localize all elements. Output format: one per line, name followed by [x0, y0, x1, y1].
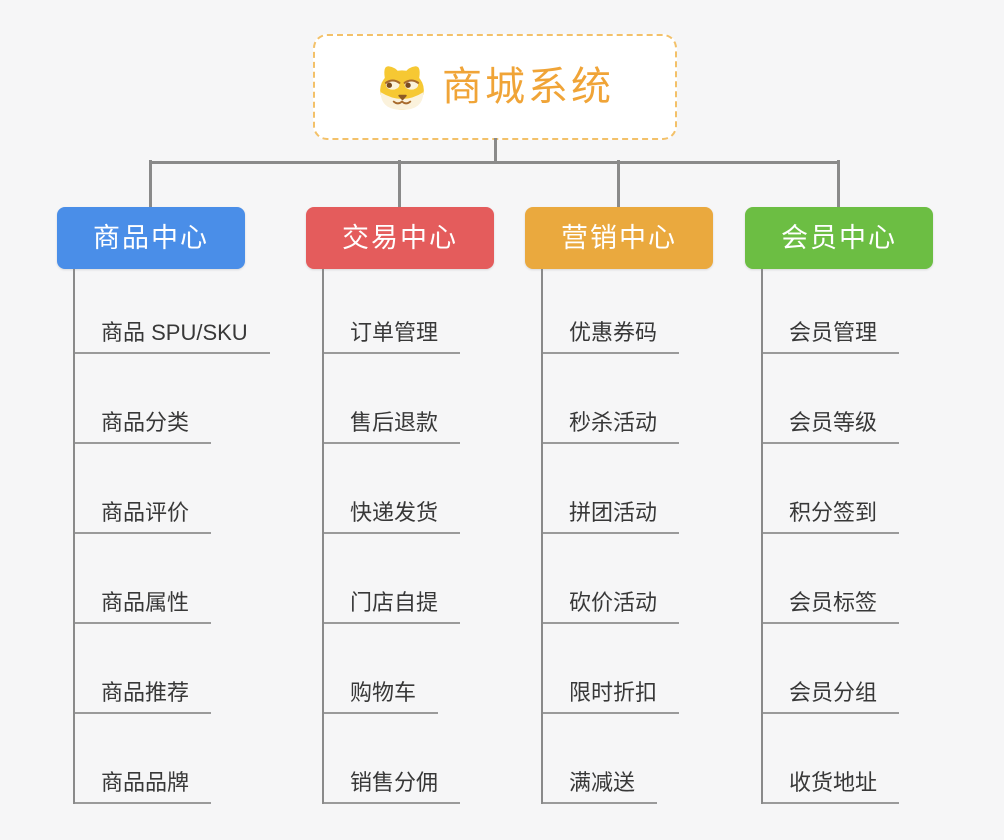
branch-column: 会员中心 会员管理 会员等级 积分签到 会员标签 会员分组 收货地址	[745, 160, 933, 804]
leaf-label: 秒杀活动	[543, 410, 680, 444]
leaf-label: 订单管理	[324, 320, 461, 354]
leaf-node[interactable]: 快递发货	[324, 444, 494, 534]
leaf-node[interactable]: 商品评价	[75, 444, 270, 534]
leaf-label: 拼团活动	[543, 500, 680, 534]
leaf-node[interactable]: 门店自提	[324, 534, 494, 624]
leaf-label: 商品 SPU/SKU	[75, 320, 270, 354]
leaf-label: 优惠券码	[543, 320, 680, 354]
leaf-node[interactable]: 限时折扣	[543, 624, 713, 714]
leaf-node[interactable]: 秒杀活动	[543, 354, 713, 444]
leaf-node[interactable]: 满减送	[543, 714, 713, 804]
connector-branch-drop	[837, 160, 840, 207]
connector-branch-drop	[398, 160, 401, 207]
shiba-dog-icon	[376, 63, 428, 111]
leaf-node[interactable]: 商品 SPU/SKU	[75, 269, 270, 354]
connector-bus	[149, 161, 840, 164]
leaf-label: 积分签到	[763, 500, 900, 534]
leaf-node[interactable]: 购物车	[324, 624, 494, 714]
leaf-node[interactable]: 商品品牌	[75, 714, 270, 804]
leaf-label: 购物车	[324, 680, 439, 714]
branch-label: 商品中心	[93, 222, 209, 253]
leaf-label: 会员管理	[763, 320, 900, 354]
leaf-label: 商品评价	[75, 500, 212, 534]
branch-leaves: 优惠券码 秒杀活动 拼团活动 砍价活动 限时折扣 满减送	[541, 269, 713, 804]
leaf-node[interactable]: 会员等级	[763, 354, 933, 444]
branch-node[interactable]: 营销中心	[525, 207, 713, 269]
leaf-node[interactable]: 订单管理	[324, 269, 494, 354]
branch-node[interactable]: 交易中心	[306, 207, 494, 269]
leaf-node[interactable]: 商品属性	[75, 534, 270, 624]
branch-node[interactable]: 商品中心	[57, 207, 245, 269]
leaf-node[interactable]: 会员管理	[763, 269, 933, 354]
leaf-label: 商品属性	[75, 590, 212, 624]
branch-leaves: 订单管理 售后退款 快递发货 门店自提 购物车 销售分佣	[322, 269, 494, 804]
leaf-label: 会员标签	[763, 590, 900, 624]
branch-label: 会员中心	[781, 222, 897, 253]
leaf-label: 砍价活动	[543, 590, 680, 624]
connector-root-stub	[494, 138, 497, 164]
leaf-node[interactable]: 拼团活动	[543, 444, 713, 534]
branch-column: 商品中心 商品 SPU/SKU 商品分类 商品评价 商品属性 商品推荐 商品品牌	[57, 160, 270, 804]
connector-branch-drop	[149, 160, 152, 207]
leaf-label: 会员分组	[763, 680, 900, 714]
leaf-label: 商品分类	[75, 410, 212, 444]
branch-node[interactable]: 会员中心	[745, 207, 933, 269]
branch-column: 交易中心 订单管理 售后退款 快递发货 门店自提 购物车 销售分佣	[306, 160, 494, 804]
leaf-label: 满减送	[543, 770, 658, 804]
leaf-label: 商品品牌	[75, 770, 212, 804]
leaf-node[interactable]: 收货地址	[763, 714, 933, 804]
leaf-node[interactable]: 积分签到	[763, 444, 933, 534]
leaf-node[interactable]: 会员分组	[763, 624, 933, 714]
leaf-label: 快递发货	[324, 500, 461, 534]
branch-label: 营销中心	[561, 222, 677, 253]
leaf-node[interactable]: 砍价活动	[543, 534, 713, 624]
leaf-node[interactable]: 会员标签	[763, 534, 933, 624]
leaf-label: 限时折扣	[543, 680, 680, 714]
leaf-label: 商品推荐	[75, 680, 212, 714]
leaf-label: 门店自提	[324, 590, 461, 624]
leaf-label: 会员等级	[763, 410, 900, 444]
leaf-node[interactable]: 销售分佣	[324, 714, 494, 804]
leaf-label: 销售分佣	[324, 770, 461, 804]
branch-column: 营销中心 优惠券码 秒杀活动 拼团活动 砍价活动 限时折扣 满减送	[525, 160, 713, 804]
leaf-label: 收货地址	[763, 770, 900, 804]
branch-leaves: 会员管理 会员等级 积分签到 会员标签 会员分组 收货地址	[761, 269, 933, 804]
leaf-label: 售后退款	[324, 410, 461, 444]
branch-leaves: 商品 SPU/SKU 商品分类 商品评价 商品属性 商品推荐 商品品牌	[73, 269, 270, 804]
leaf-node[interactable]: 商品推荐	[75, 624, 270, 714]
leaf-node[interactable]: 商品分类	[75, 354, 270, 444]
root-node[interactable]: 商城系统	[313, 34, 677, 140]
connector-branch-drop	[617, 160, 620, 207]
leaf-node[interactable]: 售后退款	[324, 354, 494, 444]
root-title: 商城系统	[442, 65, 614, 109]
branch-label: 交易中心	[342, 222, 458, 253]
leaf-node[interactable]: 优惠券码	[543, 269, 713, 354]
